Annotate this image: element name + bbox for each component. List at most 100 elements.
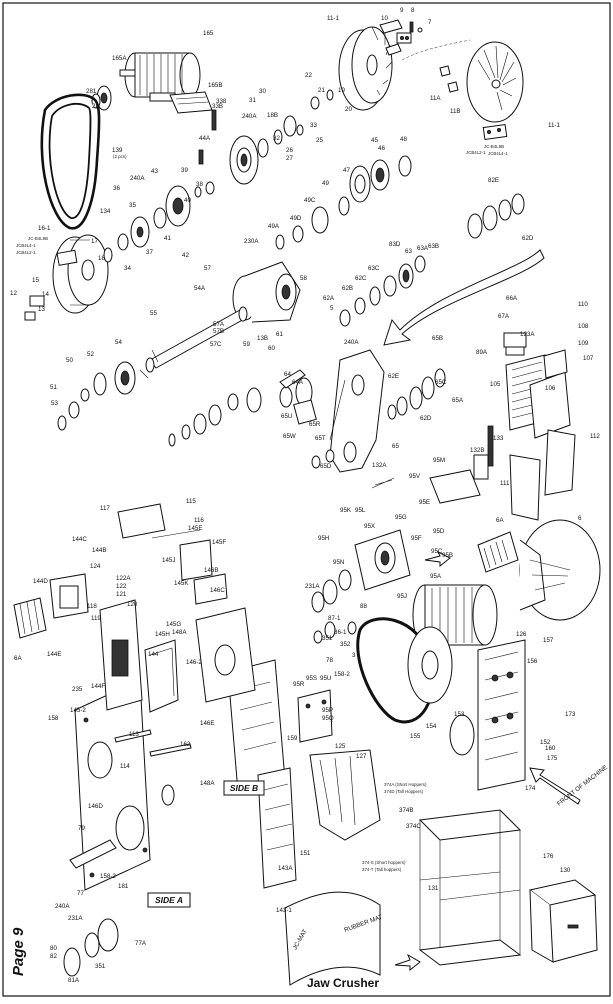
part-label-66a: 66A xyxy=(506,295,518,302)
sliding-block-95 xyxy=(354,529,411,591)
drawer-130 xyxy=(528,879,598,963)
part-label-146e: 146E xyxy=(200,720,214,727)
eccentric-57 xyxy=(232,261,301,323)
flywheel-back-11-1 xyxy=(466,41,524,123)
part-label-112: 112 xyxy=(590,433,600,440)
part-label-95q: 95Q xyxy=(322,715,334,722)
bracket-146b xyxy=(193,573,228,605)
part-label-65b: 65B xyxy=(432,335,443,342)
note-jcb4l2-1: JCB4L2-1 xyxy=(466,150,486,155)
part-label-77: 77 xyxy=(77,890,84,897)
part-label-57a: 57A xyxy=(213,321,225,328)
fan-6 xyxy=(519,519,601,621)
part-label-54: 54 xyxy=(115,339,122,346)
side-a-box xyxy=(147,892,191,908)
part-label-13b: 13B xyxy=(257,335,268,342)
tall-hoppers-t: 374-T (Tall hoppers) xyxy=(362,867,402,872)
part-label-144f: 144F xyxy=(91,683,105,690)
side-plate-a xyxy=(74,679,151,891)
part-label-64: 64 xyxy=(284,371,291,378)
part-label-123a: 123A xyxy=(520,331,535,338)
part-label-77a: 77A xyxy=(135,940,147,947)
part-label-6a2: 6A xyxy=(14,655,22,662)
part-label-158_2: 158-2 xyxy=(100,873,116,880)
part-label-42: 42 xyxy=(182,252,189,259)
rod-113 xyxy=(114,729,152,743)
side-b-box xyxy=(223,780,265,796)
wrench-132a xyxy=(371,477,395,489)
part-label-152: 152 xyxy=(540,739,551,746)
part-label-230a: 230A xyxy=(244,238,259,245)
part-label-130: 130 xyxy=(560,867,571,874)
motor-165 xyxy=(119,52,201,102)
part-label-11a: 11A xyxy=(430,95,441,102)
part-label-16_1: 16-1 xyxy=(38,225,51,232)
part-label-83d: 83D xyxy=(389,241,401,248)
part-label-11b: 11B xyxy=(450,108,461,115)
part-label-82e: 82E xyxy=(488,177,499,184)
arrow-small xyxy=(424,550,451,568)
bearing-disc-side xyxy=(161,784,175,806)
part-label-41: 41 xyxy=(164,235,171,242)
part-label-30: 30 xyxy=(259,88,266,95)
part-label-65c: 65C xyxy=(435,379,447,386)
part-label-13: 13 xyxy=(38,306,45,313)
part-label-63: 63 xyxy=(405,248,412,255)
part-label-89a: 89A xyxy=(476,349,488,356)
part-label-106: 106 xyxy=(545,385,556,392)
part-label-88: 88 xyxy=(360,603,367,610)
part-label-60: 60 xyxy=(268,345,275,352)
part-label-165a: 165A xyxy=(112,55,127,62)
part-label-50: 50 xyxy=(66,357,73,364)
part-label-146_2: 146-2 xyxy=(186,659,202,666)
part-label-148a: 148A xyxy=(172,629,187,636)
part-label-127: 127 xyxy=(356,753,367,760)
hopper-bracket-95p xyxy=(297,689,333,743)
part-label-33b: 33B xyxy=(212,103,223,110)
part-label-173: 173 xyxy=(565,711,576,718)
part-label-281: 281 xyxy=(86,88,97,95)
washer-7 xyxy=(417,27,423,33)
part-label-7: 7 xyxy=(428,19,432,26)
hub-assembly-36-43 xyxy=(103,181,215,263)
part-label-62c: 62C xyxy=(355,275,367,282)
short-hoppers-s: 374-S (Short hoppers) xyxy=(362,860,406,865)
part-label-145j: 145J xyxy=(162,557,175,564)
part-label-15: 15 xyxy=(32,277,39,284)
part-label-122a: 122A xyxy=(116,575,131,582)
short-hoppers-a: 374A (Short Hoppers) xyxy=(384,782,427,787)
pulley-77a xyxy=(63,918,119,977)
part-label-124: 124 xyxy=(90,563,101,570)
part-label-11_1b: 11-1 xyxy=(548,122,560,129)
note-jcb4l4-1-left: JCB4L4-1 xyxy=(16,243,36,248)
chute-95m xyxy=(429,469,481,504)
part-label-144e: 144E xyxy=(47,651,61,658)
part-label-39: 39 xyxy=(181,167,188,174)
part-label-153: 153 xyxy=(454,711,465,718)
note-jcb4l2-1-left: JCB4L2-1 xyxy=(16,250,36,255)
bracket-89a xyxy=(505,346,525,356)
plate-111 xyxy=(509,454,541,521)
part-label-159: 159 xyxy=(287,735,298,742)
part-label-95d: 95D xyxy=(433,528,445,535)
part-label-145f: 145F xyxy=(212,539,226,546)
hose-6a-right xyxy=(477,531,519,573)
part-label-3: 3 xyxy=(352,652,356,659)
part-label-113: 113 xyxy=(129,731,139,738)
part-label-144c: 144C xyxy=(72,536,87,543)
keeper-plate-left xyxy=(24,249,78,321)
part-label-157: 157 xyxy=(543,637,554,644)
part-label-26: 26 xyxy=(286,147,293,154)
part-label-18b: 18B xyxy=(267,112,278,119)
part-label-37: 37 xyxy=(146,249,153,256)
part-label-165: 165 xyxy=(203,30,214,37)
part-label-151: 151 xyxy=(300,850,311,857)
part-label-109: 109 xyxy=(578,340,589,347)
part-label-95f: 95F xyxy=(411,535,422,542)
part-label-8: 8 xyxy=(411,7,415,14)
part-label-139: 139 xyxy=(112,147,123,154)
part-label-176: 176 xyxy=(543,853,554,860)
part-label-95n: 95N xyxy=(333,559,344,566)
